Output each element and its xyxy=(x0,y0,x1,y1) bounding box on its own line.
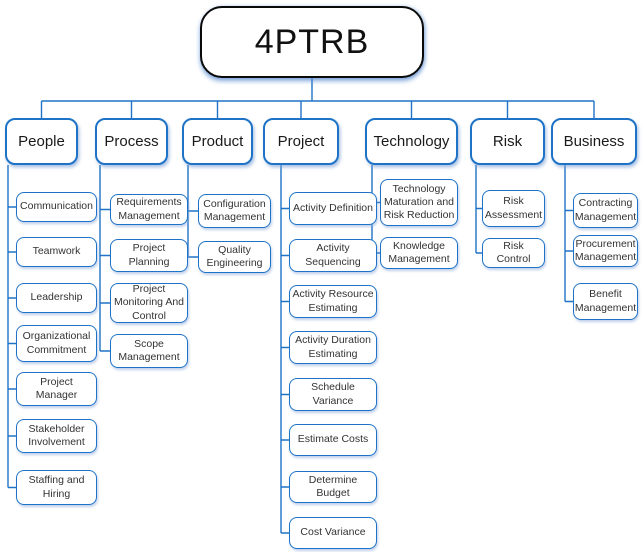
leaf-node-requirements-management: Requirements Management xyxy=(110,194,188,225)
leaf-node-staffing-and-hiring: Staffing and Hiring xyxy=(16,470,97,505)
leaf-node-project-planning: Project Planning xyxy=(110,239,188,272)
leaf-node-estimate-costs: Estimate Costs xyxy=(289,424,377,456)
leaf-node-leadership: Leadership xyxy=(16,283,97,313)
leaf-node-risk-assessment: Risk Assessment xyxy=(482,190,545,227)
leaf-node-stakeholder-involvement: Stakeholder Involvement xyxy=(16,419,97,453)
leaf-node-configuration-management: Configuration Management xyxy=(198,194,271,228)
leaf-node-activity-definition: Activity Definition xyxy=(289,192,377,225)
leaf-node-project-manager: Project Manager xyxy=(16,372,97,406)
leaf-node-activity-duration-estimating: Activity Duration Estimating xyxy=(289,331,377,364)
leaf-node-activity-resource-estimating: Activity Resource Estimating xyxy=(289,285,377,318)
leaf-node-risk-control: Risk Control xyxy=(482,238,545,268)
leaf-node-teamwork: Teamwork xyxy=(16,237,97,267)
leaf-node-determine-budget: Determine Budget xyxy=(289,471,377,503)
leaf-node-cost-variance: Cost Variance xyxy=(289,517,377,549)
leaf-node-benefit-management: Benefit Management xyxy=(573,283,638,320)
leaf-node-schedule-variance: Schedule Variance xyxy=(289,378,377,411)
leaf-node-activity-sequencing: Activity Sequencing xyxy=(289,239,377,272)
leaf-node-project-monitoring-and-control: Project Monitoring And Control xyxy=(110,283,188,323)
leaf-node-technology-maturation-and-risk-reduction: Technology Maturation and Risk Reduction xyxy=(380,179,458,226)
leaf-node-communication: Communication xyxy=(16,192,97,222)
leaf-node-contracting-management: Contracting Management xyxy=(573,193,638,228)
leaf-node-scope-management: Scope Management xyxy=(110,334,188,368)
branch-node-project: Project xyxy=(263,118,339,165)
branch-node-process: Process xyxy=(95,118,168,165)
branch-node-risk: Risk xyxy=(470,118,545,165)
branch-node-people: People xyxy=(5,118,78,165)
leaf-node-procurement-management: Procurement Management xyxy=(573,235,638,267)
leaf-node-quality-engineering: Quality Engineering xyxy=(198,241,271,273)
leaf-node-knowledge-management: Knowledge Management xyxy=(380,237,458,269)
branch-node-technology: Technology xyxy=(365,118,458,165)
root-node-4ptrb: 4PTRB xyxy=(200,6,424,78)
branch-node-product: Product xyxy=(182,118,253,165)
leaf-node-organizational-commitment: Organizational Commitment xyxy=(16,325,97,362)
branch-node-business: Business xyxy=(551,118,637,165)
